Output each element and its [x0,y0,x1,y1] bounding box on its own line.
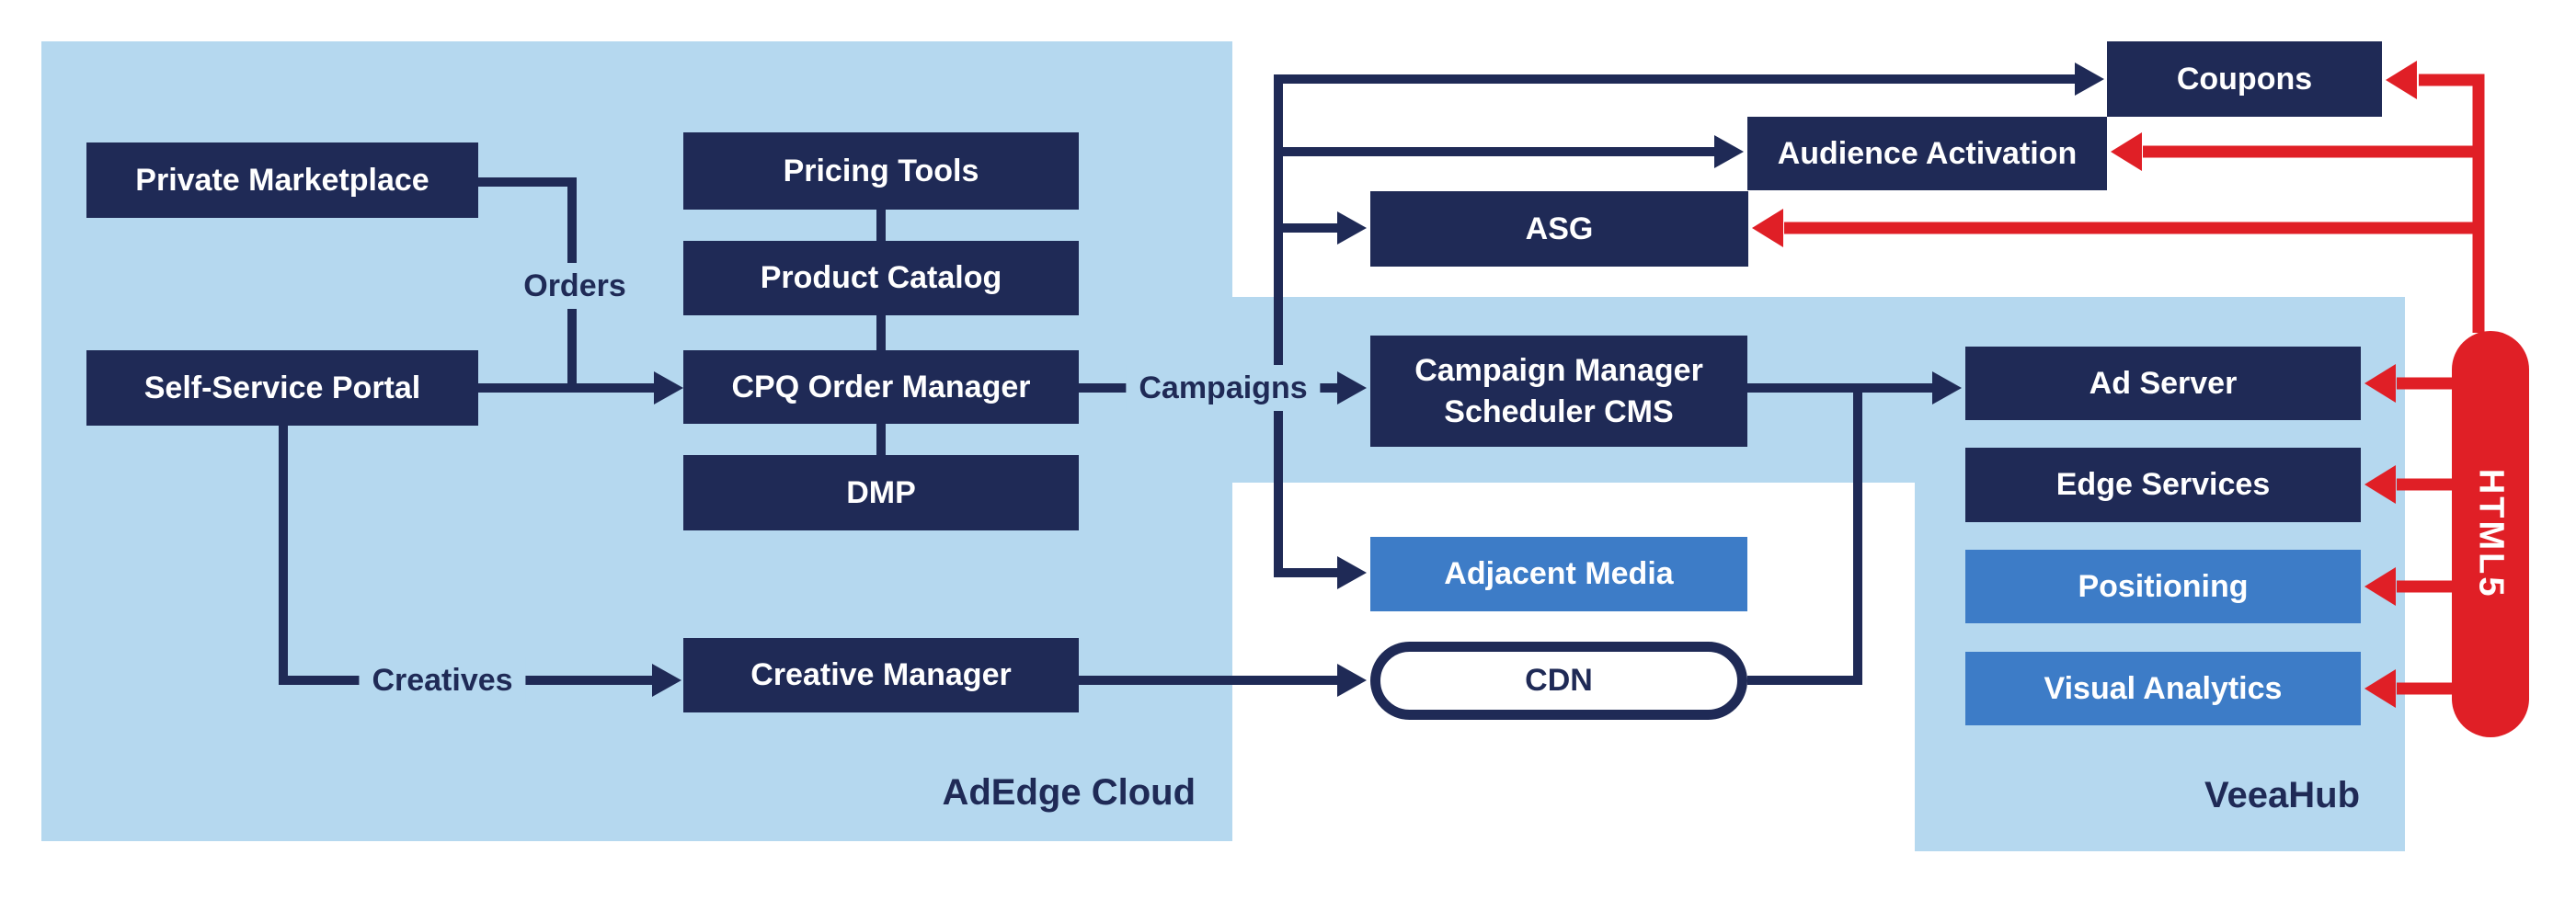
node-pricing-tools-label: Pricing Tools [783,153,979,188]
arrowhead-into-creative-manager [652,664,681,697]
node-visual-analytics: Visual Analytics [1965,652,2361,725]
node-private-marketplace: Private Marketplace [86,142,478,218]
edge-label-creatives: Creatives [359,657,526,703]
edge-label-campaigns: Campaigns [1126,365,1321,411]
arrowhead-into-audience-activation [1714,135,1744,168]
node-product-catalog: Product Catalog [683,241,1079,315]
node-ad-server-label: Ad Server [2089,365,2238,401]
red-arrowhead-into-visual-analytics [2364,669,2396,708]
node-adjacent-media: Adjacent Media [1370,537,1747,611]
red-arrowhead-into-ad-server [2364,364,2396,403]
arrowhead-into-ad-server [1932,371,1962,404]
node-pricing-tools: Pricing Tools [683,132,1079,210]
node-self-service-portal-label: Self-Service Portal [143,370,421,405]
node-positioning: Positioning [1965,550,2361,623]
node-product-catalog-label: Product Catalog [760,260,1002,296]
node-cdn-label: CDN [1525,663,1593,699]
node-creative-manager: Creative Manager [683,638,1079,712]
node-cpq-order-manager: CPQ Order Manager [683,350,1079,424]
node-dmp: DMP [683,455,1079,530]
region-label-adedge-cloud: AdEdge Cloud [942,772,1196,813]
node-edge-services: Edge Services [1965,448,2361,522]
arrowhead-into-cpq [654,371,683,404]
node-creative-manager-label: Creative Manager [750,657,1012,693]
red-arrowhead-into-positioning [2364,567,2396,606]
arrowhead-into-adjacent-media [1337,556,1367,589]
node-campaign-manager-label: Campaign Manager Scheduler CMS [1414,353,1703,429]
edge-private-marketplace-orders [478,177,577,393]
node-coupons: Coupons [2107,41,2382,117]
red-arrowhead-into-coupons [2386,61,2417,99]
arrowhead-into-cdn [1337,664,1367,697]
red-arrowhead-into-asg [1752,209,1783,247]
node-self-service-portal: Self-Service Portal [86,350,478,426]
node-audience-activation: Audience Activation [1747,117,2107,190]
node-ad-server: Ad Server [1965,347,2361,420]
node-audience-activation-label: Audience Activation [1777,135,2078,171]
node-dmp-label: DMP [846,474,916,510]
arrowhead-into-campaign-manager [1337,371,1367,404]
node-html5-label: HTML5 [2471,469,2511,599]
edge-ssp-creatives [279,426,652,685]
node-cpq-order-manager-label: CPQ Order Manager [731,369,1031,404]
edge-label-orders: Orders [510,263,639,309]
edge-cdn-riser-to-ad-server-line [1747,384,1862,685]
node-visual-analytics-label: Visual Analytics [2044,670,2283,706]
node-positioning-label: Positioning [2078,568,2249,604]
region-label-veeahub: VeeaHub [2204,775,2360,815]
arrowhead-into-asg [1337,211,1367,245]
node-asg-label: ASG [1525,211,1594,246]
node-campaign-manager: Campaign Manager Scheduler CMS [1370,336,1747,447]
red-arrowhead-into-edge-services [2364,465,2396,504]
node-adjacent-media-label: Adjacent Media [1444,556,1674,592]
node-coupons-label: Coupons [2176,61,2313,97]
arrowhead-into-coupons [2075,63,2104,96]
node-asg: ASG [1370,191,1748,267]
red-arrowhead-into-audience-activation [2111,132,2142,171]
edge-trunk-coupons-adjacent [1274,74,2077,577]
node-edge-services-label: Edge Services [2055,467,2271,503]
node-cdn: CDN [1370,642,1747,720]
node-html5: HTML5 [2452,331,2529,737]
node-private-marketplace-label: Private Marketplace [135,162,429,198]
edge-html5-vertical-to-coupons [2419,74,2485,333]
